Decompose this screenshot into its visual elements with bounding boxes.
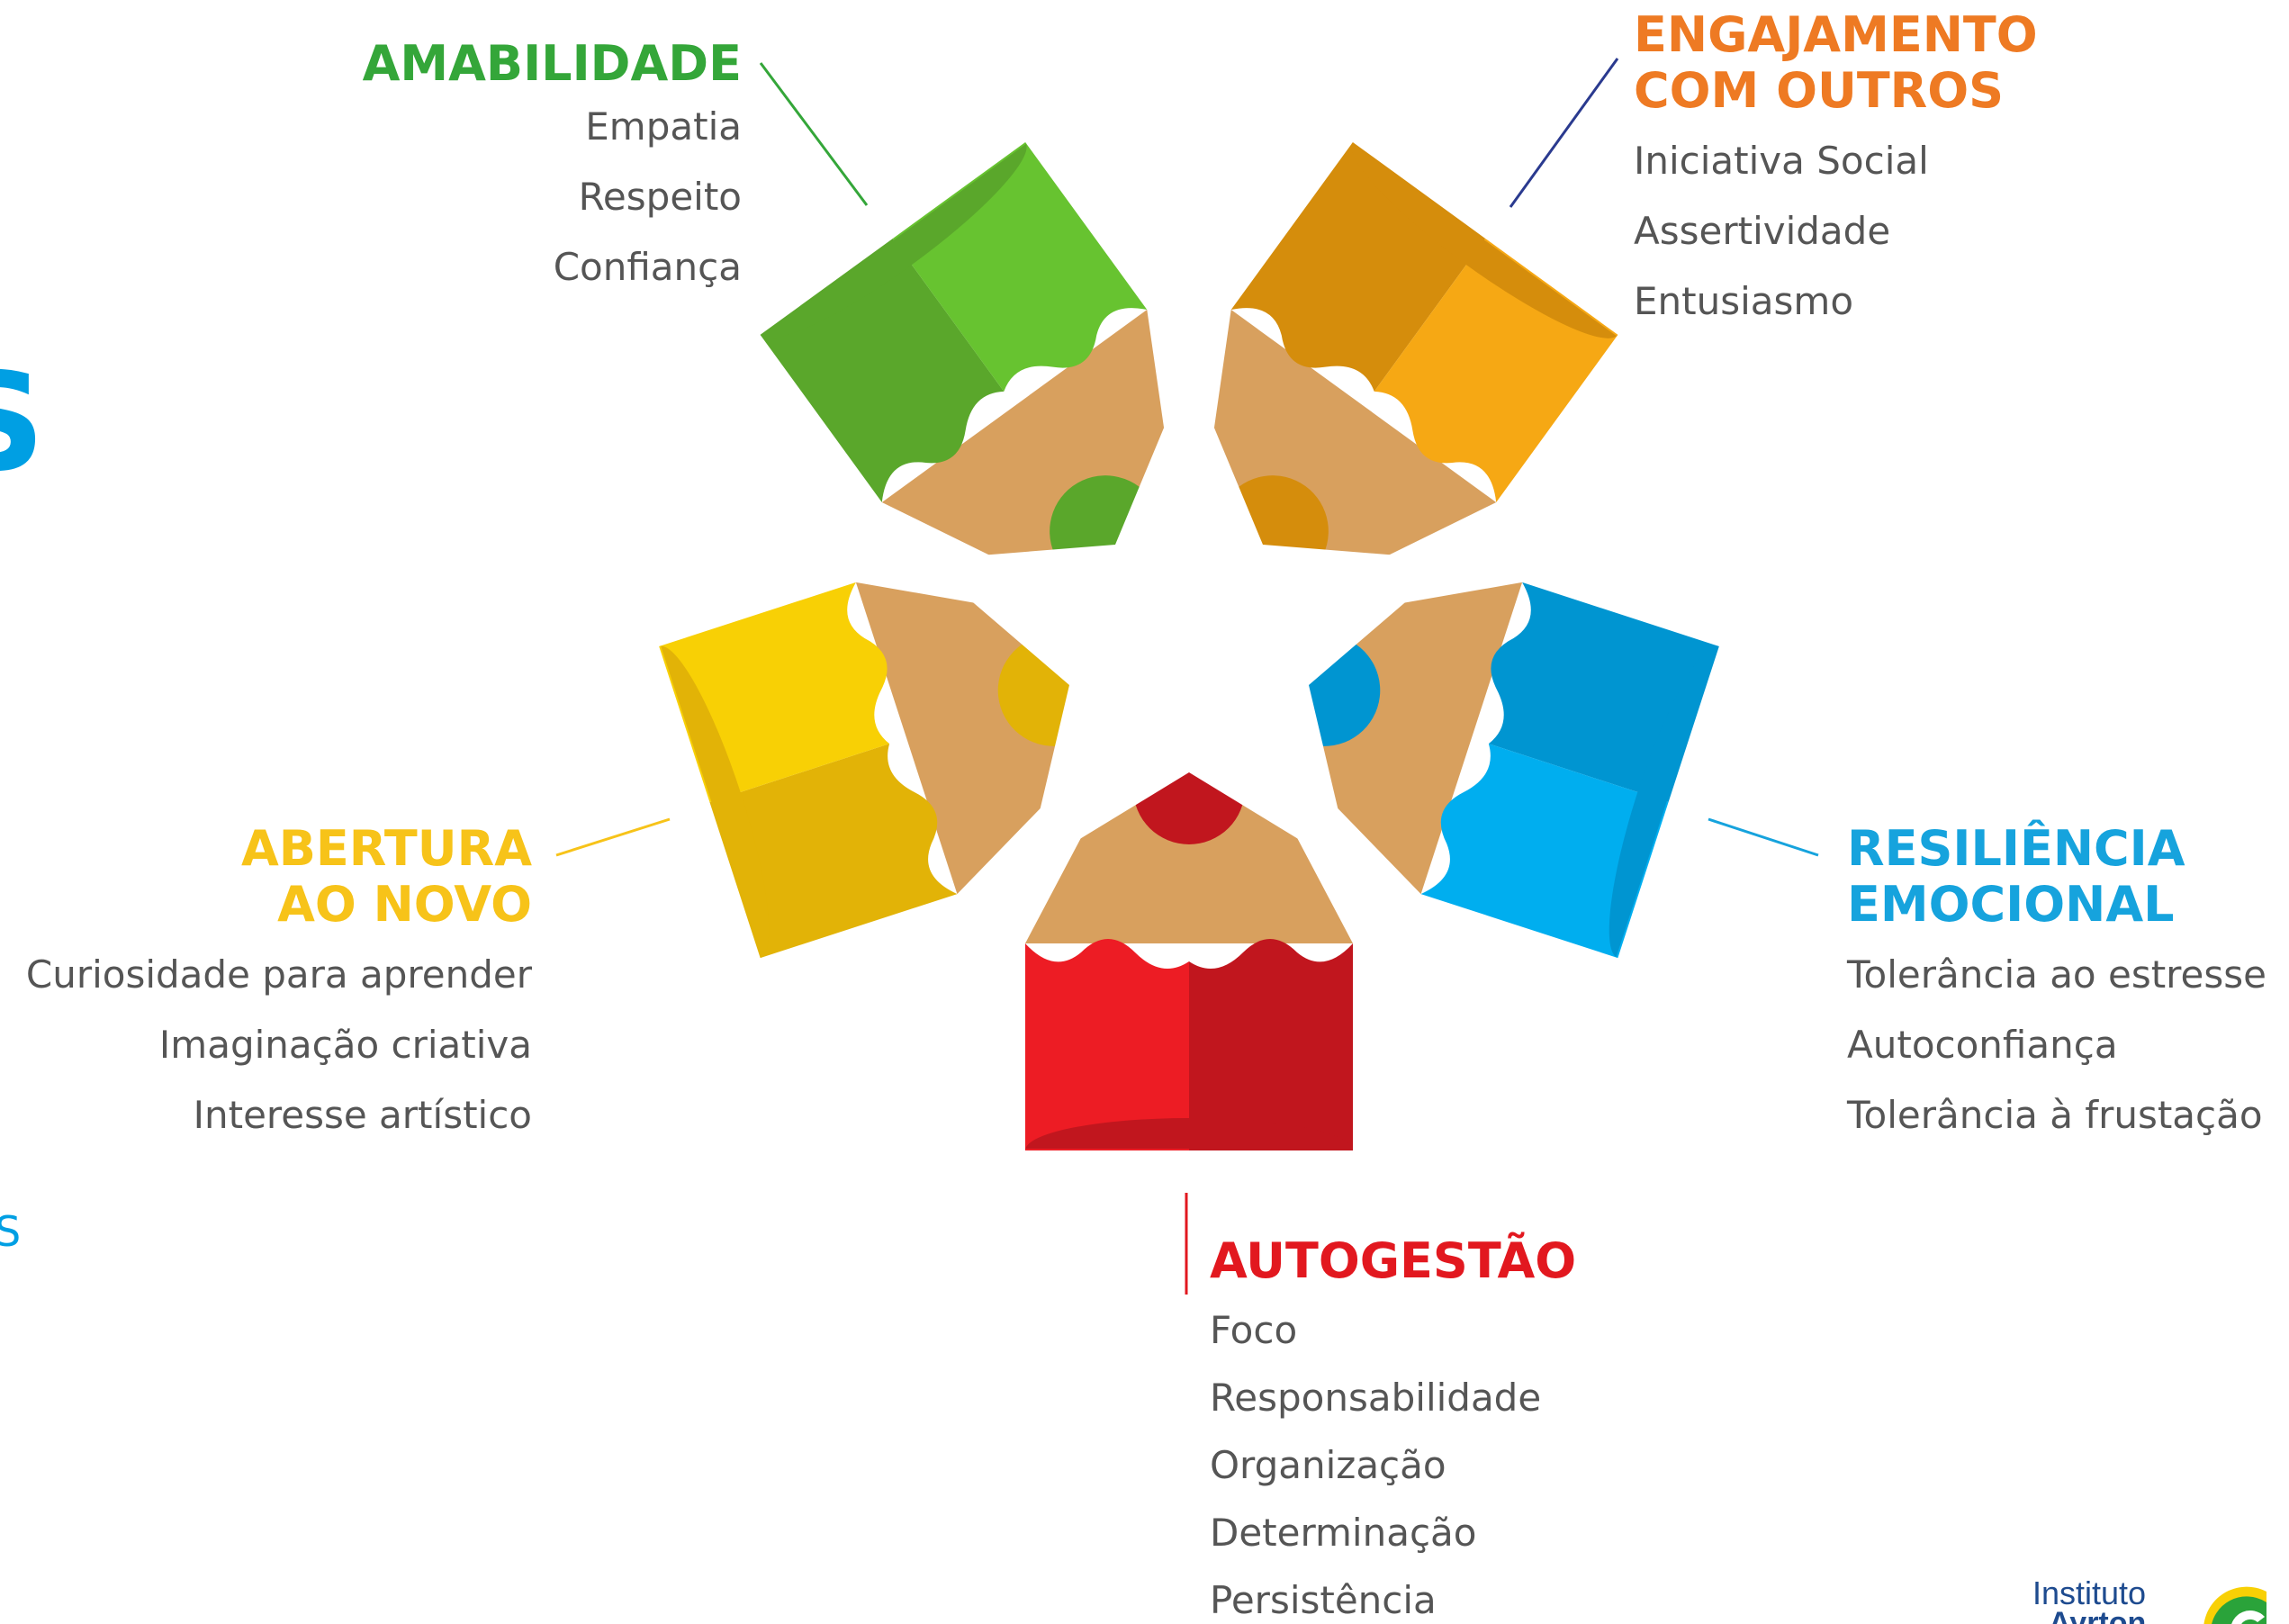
pencil-end bbox=[1351, 141, 1618, 338]
category-items: Foco Responsabilidade Organização Determ… bbox=[1210, 1296, 1576, 1624]
category-items: Empatia Respeito Confiança bbox=[363, 92, 742, 302]
category-title: AMABILIDADE bbox=[362, 35, 742, 92]
category-item: Empatia bbox=[585, 104, 742, 149]
category-autogestao: AUTOGESTÃO Foco Responsabilidade Organiz… bbox=[1210, 1233, 1576, 1624]
category-items: Iniciativa Social Assertividade Entusias… bbox=[1634, 126, 2038, 337]
category-amabilidade: AMABILIDADE Empatia Respeito Confiança bbox=[363, 36, 742, 302]
cropped-subheading-fragment: S bbox=[0, 1207, 22, 1256]
category-item: Tolerância à frustação bbox=[1847, 1093, 2263, 1137]
pencil-body-light bbox=[1025, 939, 1189, 1150]
resiliencia-connector-line-2 bbox=[1708, 817, 1819, 857]
brand-emblem-icon bbox=[2203, 1586, 2266, 1624]
category-title-line2: AO NOVO bbox=[277, 876, 532, 933]
category-item: Persistência bbox=[1210, 1578, 1437, 1622]
brand-text-line2: Ayrton bbox=[2049, 1606, 2147, 1624]
category-item: Imaginação criativa bbox=[158, 1023, 532, 1067]
category-item: Assertividade bbox=[1634, 209, 1891, 253]
category-title-line1: RESILIÊNCIA bbox=[1847, 820, 2185, 877]
abertura-connector-line bbox=[555, 817, 671, 857]
category-engajamento: ENGAJAMENTO COM OUTROS Iniciativa Social… bbox=[1634, 7, 2038, 337]
category-title-line1: ABERTURA bbox=[240, 820, 532, 877]
category-title-line2: COM OUTROS bbox=[1634, 62, 2005, 119]
amabilidade-connector-line bbox=[759, 62, 869, 206]
category-item: Autoconfiança bbox=[1847, 1023, 2118, 1067]
category-resiliencia: RESILIÊNCIA EMOCIONAL Tolerância ao estr… bbox=[1847, 821, 2266, 1150]
category-item: Respeito bbox=[578, 175, 742, 219]
brand-logo: Instituto Ayrton bbox=[2032, 1577, 2289, 1624]
category-items: Curiosidade para aprender Imaginação cri… bbox=[26, 940, 532, 1150]
category-title-line2: EMOCIONAL bbox=[1847, 876, 2175, 933]
engajamento-connector-line bbox=[1509, 58, 1619, 208]
pencil-end bbox=[1609, 645, 1719, 959]
pencil-body-shade bbox=[709, 744, 958, 959]
pencil-end bbox=[1025, 1118, 1353, 1150]
category-item: Foco bbox=[1210, 1308, 1298, 1352]
pencil-end bbox=[760, 141, 1027, 338]
category-item: Curiosidade para aprender bbox=[25, 952, 532, 997]
category-title-line1: ENGAJAMENTO bbox=[1634, 6, 2038, 63]
category-abertura: ABERTURA AO NOVO Curiosidade para aprend… bbox=[26, 821, 532, 1150]
category-item: Tolerância ao estresse bbox=[1847, 952, 2266, 997]
category-item: Responsabilidade bbox=[1210, 1376, 1542, 1420]
pencil-end bbox=[659, 645, 770, 959]
category-item: Entusiasmo bbox=[1634, 279, 1854, 323]
pencil-body-light bbox=[1420, 744, 1669, 959]
category-item: Determinação bbox=[1210, 1511, 1477, 1555]
category-item: Interesse artístico bbox=[193, 1093, 532, 1137]
brand-text-line1: Instituto bbox=[2032, 1574, 2147, 1611]
category-title: AUTOGESTÃO bbox=[1210, 1232, 1577, 1289]
pencil-amabilidade bbox=[760, 141, 1178, 598]
category-item: Confiança bbox=[553, 245, 742, 289]
category-item: Iniciativa Social bbox=[1634, 139, 1929, 183]
pencil-body-shade bbox=[1189, 939, 1353, 1150]
center-star bbox=[924, 367, 1455, 872]
category-items: Tolerância ao estresse Autoconfiança Tol… bbox=[1847, 940, 2266, 1150]
category-item: Organização bbox=[1210, 1443, 1446, 1487]
pencils-group bbox=[659, 141, 1719, 1150]
cropped-heading-fragment: S bbox=[0, 356, 45, 491]
